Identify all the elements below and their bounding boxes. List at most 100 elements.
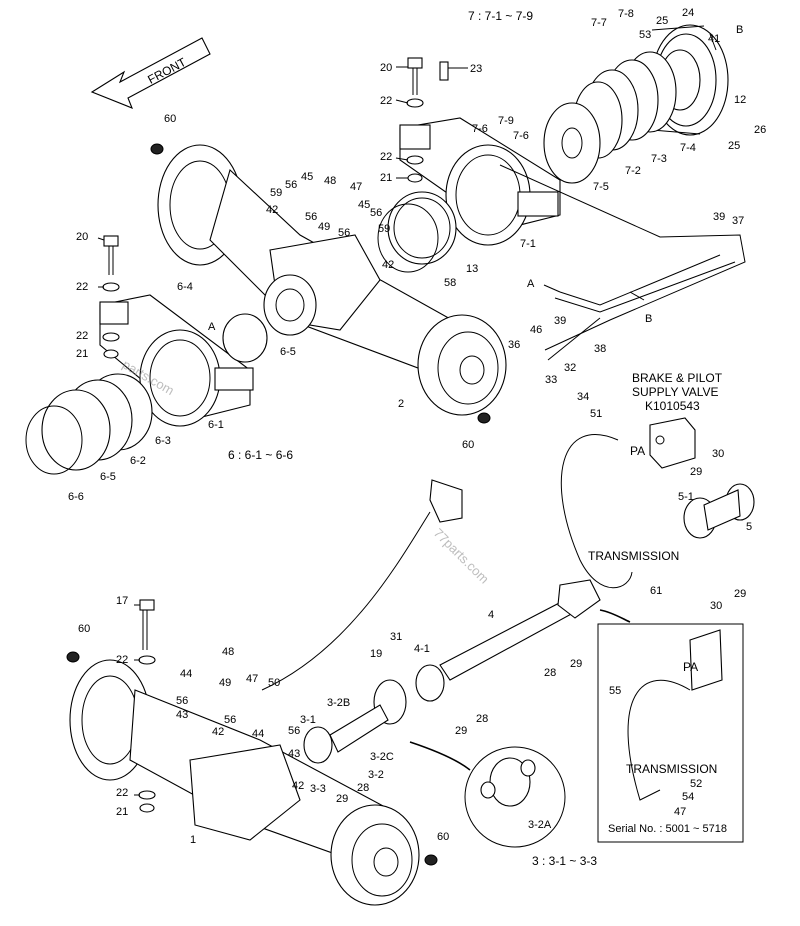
inset-transmission-label: TRANSMISSION <box>626 762 717 776</box>
callout: 34 <box>577 391 589 403</box>
bolt-20-upper <box>406 57 424 183</box>
callouts: 7-7 7-8 25 24 B 53 41 12 26 25 7-4 7-3 7… <box>68 7 766 846</box>
callout: 22 <box>76 281 88 293</box>
callout: 60 <box>437 831 449 843</box>
callout: 30 <box>712 448 724 460</box>
callout: A <box>527 278 535 290</box>
callout: 56 <box>288 725 300 737</box>
callout: 22 <box>380 151 392 163</box>
callout: 49 <box>219 677 231 689</box>
callout: 7-1 <box>520 238 536 250</box>
callout: 46 <box>530 324 542 336</box>
callout: 3-2A <box>528 819 552 831</box>
bolt-20-lower <box>102 235 120 359</box>
callout: 5 <box>746 521 752 533</box>
callout: 6-6 <box>68 491 84 503</box>
callout: 41 <box>708 33 720 45</box>
serial-inset-box <box>597 623 744 843</box>
callout: 25 <box>728 140 740 152</box>
callout: 29 <box>455 725 467 737</box>
coupling-5 <box>683 483 755 539</box>
callout: 28 <box>544 667 556 679</box>
callout: 21 <box>380 172 392 184</box>
pilot-hose-61 <box>560 434 633 589</box>
callout: 56 <box>224 714 236 726</box>
callout: 7-7 <box>591 17 607 29</box>
seal-rings-13-58 <box>377 191 457 273</box>
callout: 7-6 <box>513 130 529 142</box>
drive-shaft-4 <box>415 579 601 702</box>
callout: 38 <box>594 343 606 355</box>
callout: 50 <box>268 677 280 689</box>
callout: 54 <box>682 791 694 803</box>
callout: 42 <box>292 780 304 792</box>
callout: 23 <box>470 63 482 75</box>
callout: 43 <box>288 748 300 760</box>
callout: 22 <box>76 330 88 342</box>
seal-rings-6 <box>25 313 268 475</box>
callout: 6-5 <box>100 471 116 483</box>
callout: 6-3 <box>155 435 171 447</box>
leader-lines <box>97 33 717 796</box>
pin-23 <box>439 61 449 81</box>
group-3-label: 3 : 3-1 ~ 3-3 <box>532 854 597 868</box>
callout: 20 <box>380 62 392 74</box>
brake-pilot-valve <box>649 417 696 469</box>
detail-3-2A <box>409 741 566 848</box>
callout: 48 <box>324 175 336 187</box>
callout: 17 <box>116 595 128 607</box>
callout: 26 <box>754 124 766 136</box>
nut-60-d <box>424 854 438 866</box>
callout: 47 <box>246 673 258 685</box>
callout: 28 <box>357 782 369 794</box>
callout: 6-1 <box>208 419 224 431</box>
valve-title-line2: SUPPLY VALVE <box>632 385 719 399</box>
callout: 36 <box>508 339 520 351</box>
callout: 60 <box>462 439 474 451</box>
callout: 60 <box>164 113 176 125</box>
callout: 3-2C <box>370 751 394 763</box>
callout: 52 <box>690 778 702 790</box>
callout: 20 <box>76 231 88 243</box>
callout: 22 <box>380 95 392 107</box>
callout: 48 <box>222 646 234 658</box>
callout: 6-5 <box>280 346 296 358</box>
callout: 19 <box>370 648 382 660</box>
callout: 7-4 <box>680 142 696 154</box>
callout: 45 <box>358 199 370 211</box>
callout: 29 <box>336 793 348 805</box>
callout: 7-8 <box>618 8 634 20</box>
axle-support-7-1 <box>399 117 561 246</box>
callout: 3-2 <box>368 769 384 781</box>
valve-title-line1: BRAKE & PILOT <box>632 371 723 385</box>
nut-60-b <box>477 412 491 424</box>
serial-range: Serial No. : 5001 ~ 5718 <box>608 823 727 835</box>
callout: 25 <box>656 15 668 27</box>
callout: 4 <box>488 609 494 621</box>
callout: 39 <box>554 315 566 327</box>
callout: 3-2B <box>327 697 350 709</box>
group-7-label: 7 : 7-1 ~ 7-9 <box>468 9 533 23</box>
callout: 12 <box>734 94 746 106</box>
callout: 53 <box>639 29 651 41</box>
callout: 56 <box>176 695 188 707</box>
callout: 21 <box>116 806 128 818</box>
callout: 42 <box>266 204 278 216</box>
inset-port-label: PA <box>683 660 698 674</box>
callout: 5-1 <box>678 491 694 503</box>
callout: B <box>645 313 652 325</box>
nut-60-a <box>150 143 164 155</box>
callout: 30 <box>710 600 722 612</box>
brake-plates-7 <box>543 51 677 184</box>
nut-60-c <box>66 651 80 663</box>
callout: 29 <box>570 658 582 670</box>
callout: 49 <box>318 221 330 233</box>
callout: 37 <box>732 215 744 227</box>
axle-support-6-1 <box>99 294 254 427</box>
rear-axle-1 <box>69 659 420 906</box>
valve-part-number: K1010543 <box>645 399 700 413</box>
callout: 29 <box>734 588 746 600</box>
callout: 42 <box>212 726 224 738</box>
callout: 7-5 <box>593 181 609 193</box>
